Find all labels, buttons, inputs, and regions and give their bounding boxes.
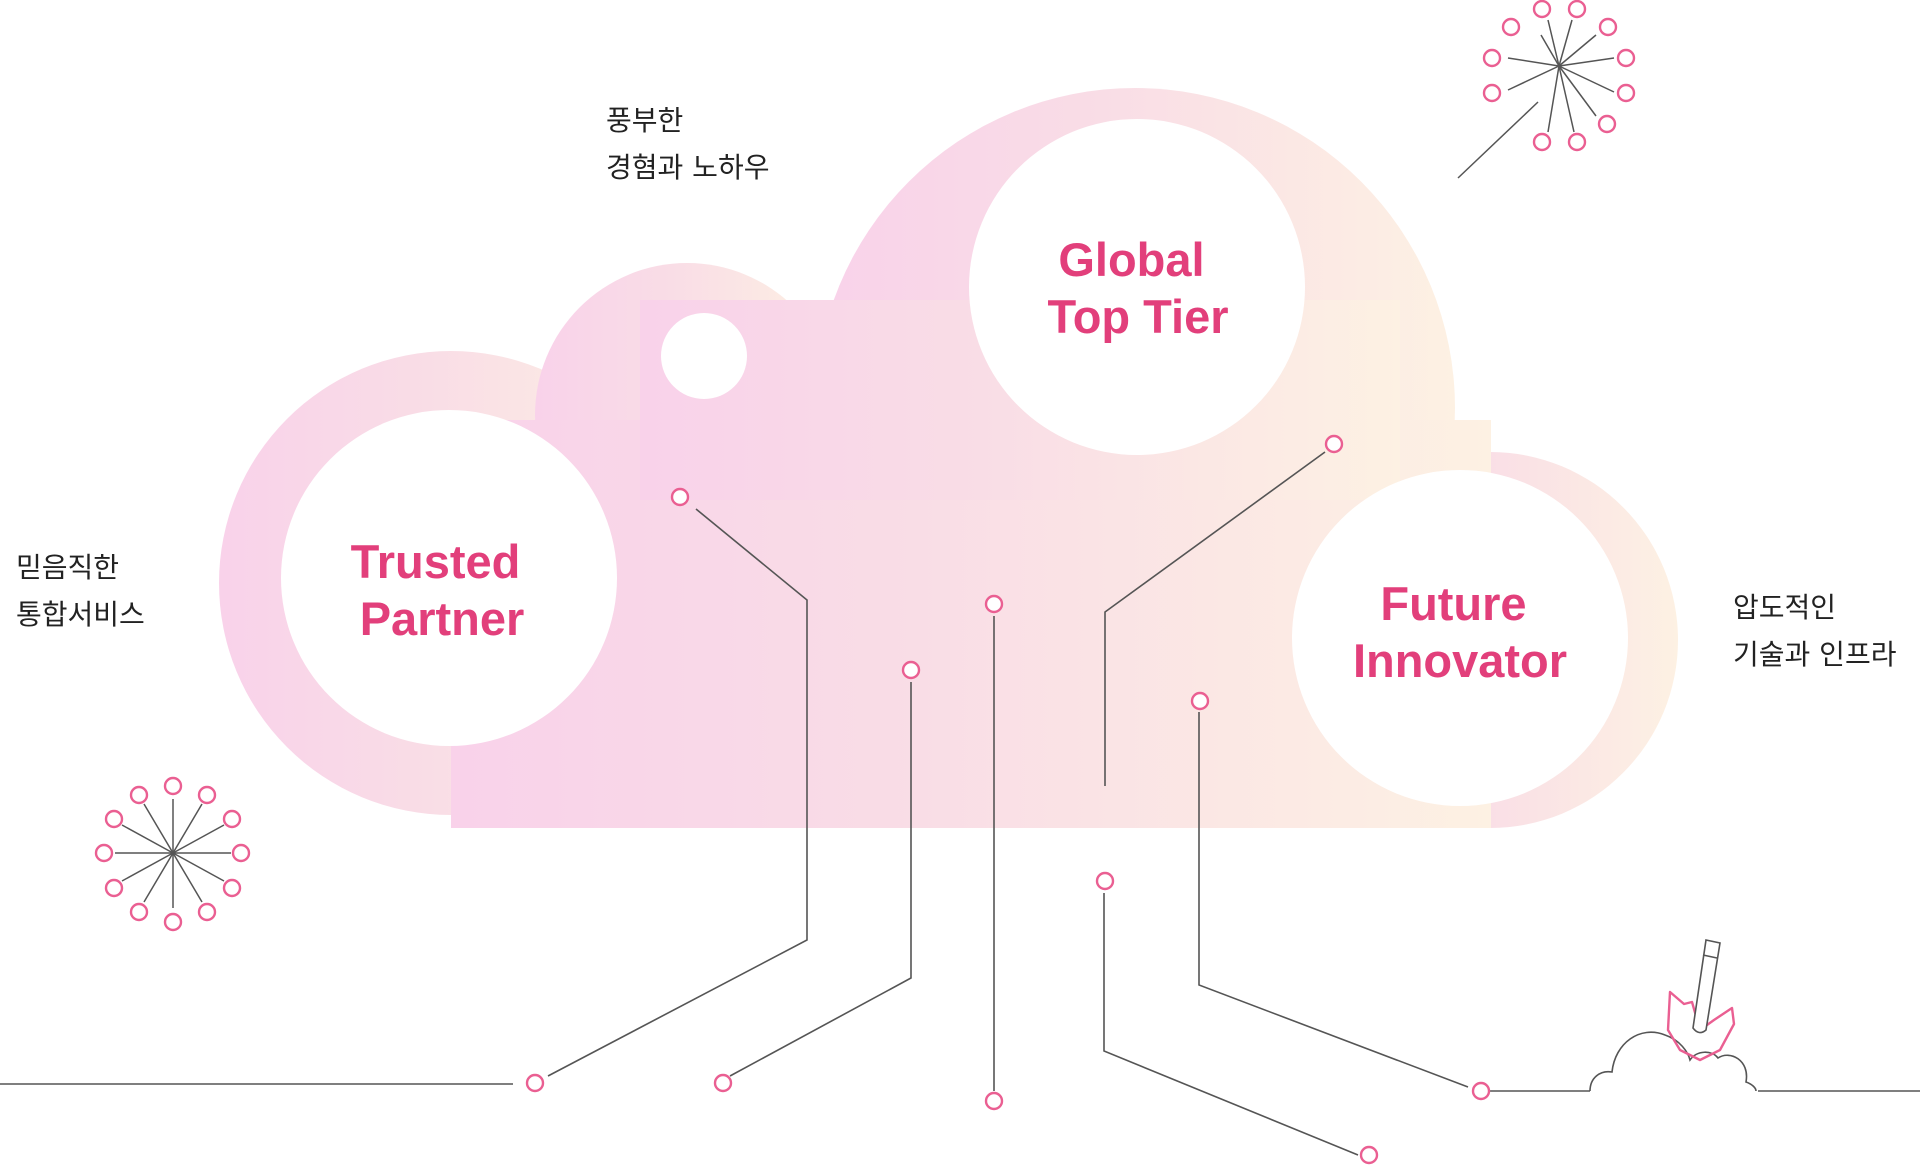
sparkler-nodes <box>1482 0 1636 152</box>
future-innovator-line-1: Future <box>1380 577 1526 630</box>
wire-5 <box>1104 451 1326 786</box>
shovel-digging-icon <box>1589 939 1757 1092</box>
global-top-tier-label: Global Top Tier <box>1047 233 1228 343</box>
superior-tech-line-2: 기술과 인프라 <box>1733 638 1896 671</box>
trusted-partner-line-1: Trusted <box>351 535 521 588</box>
future-innovator-circle <box>1292 470 1628 806</box>
sparkler-rays <box>1507 19 1615 133</box>
circuit-node <box>1471 1081 1491 1101</box>
wire-7 <box>1198 712 1469 1088</box>
circuit-wires <box>0 451 1920 1156</box>
global-top-tier-circle <box>969 119 1305 455</box>
future-innovator-label: Future Innovator <box>1353 577 1567 687</box>
rich-experience-label: 풍부한 경혐과 노하우 <box>606 104 769 184</box>
circuit-node <box>1359 1145 1379 1165</box>
circuit-node <box>1095 871 1115 891</box>
circuit-node <box>984 1091 1004 1111</box>
sparkler-handle <box>1457 101 1539 179</box>
circuit-node <box>1190 691 1210 711</box>
circuit-node <box>901 660 921 680</box>
shovel-handle <box>1692 939 1721 1034</box>
trusted-service-label: 믿음직한 통합서비스 <box>16 551 145 631</box>
future-innovator-line-2: Innovator <box>1353 634 1567 687</box>
circuit-node <box>1324 434 1344 454</box>
trusted-partner-line-2: Partner <box>360 592 525 645</box>
trusted-partner-circle <box>281 410 617 746</box>
small-cloud-bubble <box>661 313 747 399</box>
global-top-tier-line-2: Top Tier <box>1047 290 1228 343</box>
dirt-mound <box>1589 1031 1757 1092</box>
superior-tech-line-1: 압도적인 <box>1733 591 1836 624</box>
wire-2 <box>547 508 808 1077</box>
dandelion-nodes <box>94 776 251 932</box>
sparkler-burst-icon <box>1457 0 1636 179</box>
circuit-node <box>525 1073 545 1093</box>
trusted-partner-label: Trusted Partner <box>351 535 534 645</box>
dandelion-burst-icon <box>94 776 251 932</box>
shovel-grip-line <box>1702 954 1718 959</box>
wire-6 <box>1103 893 1359 1156</box>
rich-experience-line-2: 경혐과 노하우 <box>606 151 769 184</box>
dandelion-rays <box>115 799 231 908</box>
rich-experience-line-1: 풍부한 <box>606 104 683 137</box>
wire-3 <box>729 682 912 1077</box>
trusted-service-line-2: 통합서비스 <box>16 598 145 631</box>
circuit-nodes <box>525 434 1491 1165</box>
circuit-node <box>984 594 1004 614</box>
circuit-node <box>713 1073 733 1093</box>
circuit-node <box>670 487 690 507</box>
global-top-tier-line-1: Global <box>1058 233 1204 286</box>
shovel-blade <box>1666 990 1736 1062</box>
superior-tech-label: 압도적인 기술과 인프라 <box>1733 591 1896 671</box>
trusted-service-line-1: 믿음직한 <box>16 551 119 584</box>
